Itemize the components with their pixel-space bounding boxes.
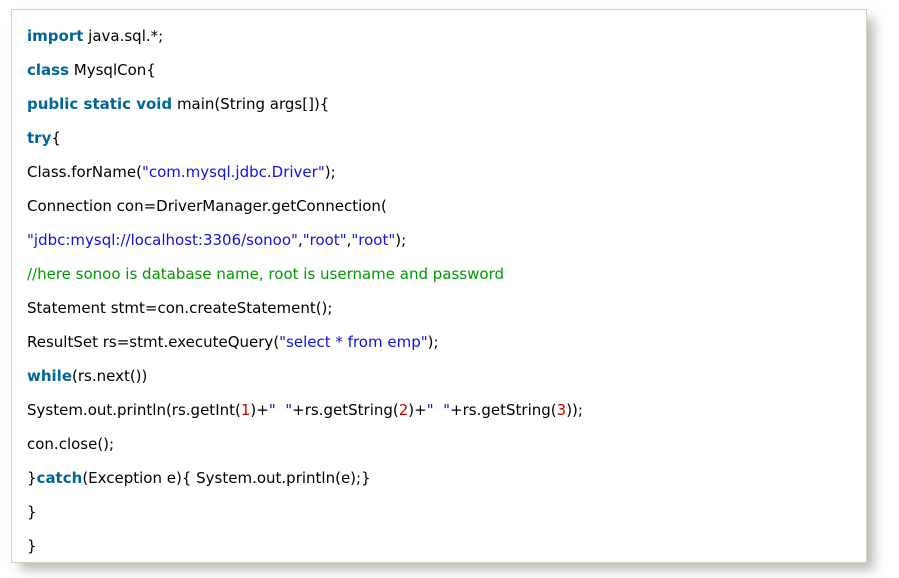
code-token-plain: MysqlCon{ (69, 61, 156, 79)
code-token-plain: } (27, 469, 37, 487)
code-token-number: 1 (240, 401, 251, 419)
code-token-plain: } (27, 537, 37, 555)
code-token-plain: )); (566, 401, 583, 419)
code-line: //here sonoo is database name, root is u… (27, 257, 856, 291)
code-token-plain: Connection con=DriverManager.getConnecti… (27, 197, 387, 215)
code-line: } (27, 495, 856, 529)
code-token-plain: System.out.println(rs.getInt( (27, 401, 241, 419)
code-line: System.out.println(rs.getInt(1)+" "+rs.g… (27, 393, 856, 427)
code-token-string: "jdbc:mysql://localhost:3306/sonoo" (27, 231, 298, 249)
code-token-plain: +rs.getString( (292, 401, 399, 419)
code-line: con.close(); (27, 427, 856, 461)
code-block: import java.sql.*;class MysqlCon{public … (11, 9, 867, 563)
code-token-plain: +rs.getString( (450, 401, 557, 419)
code-token-plain: )+ (408, 401, 427, 419)
code-token-plain: ); (427, 333, 439, 351)
code-token-string: " " (426, 401, 451, 419)
code-line: } (27, 529, 856, 563)
code-token-plain: (Exception e){ System.out.println(e);} (82, 469, 371, 487)
code-token-plain: { (51, 129, 61, 147)
code-token-string: "root" (351, 231, 396, 249)
code-token-keyword: import (27, 27, 84, 45)
code-line: try{ (27, 121, 856, 155)
code-line: Connection con=DriverManager.getConnecti… (27, 189, 856, 223)
code-token-plain: , (297, 231, 303, 249)
code-token-number: 2 (398, 401, 409, 419)
code-line: import java.sql.*; (27, 19, 856, 53)
code-token-keyword: while (27, 367, 72, 385)
code-token-string: " " (268, 401, 293, 419)
code-token-plain: } (27, 503, 37, 521)
code-token-plain: , (346, 231, 352, 249)
code-line: while(rs.next()) (27, 359, 856, 393)
code-token-plain: (rs.next()) (72, 367, 148, 385)
code-token-number: 3 (556, 401, 567, 419)
code-token-plain: ); (395, 231, 407, 249)
code-token-plain: Class.forName( (27, 163, 142, 181)
code-token-comment: //here sonoo is database name, root is u… (27, 265, 504, 283)
code-line: class MysqlCon{ (27, 53, 856, 87)
code-token-plain: ResultSet rs=stmt.executeQuery( (27, 333, 280, 351)
code-token-string: "com.mysql.jdbc.Driver" (141, 163, 325, 181)
code-token-string: "root" (302, 231, 347, 249)
code-token-plain: ); (324, 163, 336, 181)
code-token-keyword: class (27, 61, 70, 79)
code-line: ResultSet rs=stmt.executeQuery("select *… (27, 325, 856, 359)
code-line: public static void main(String args[]){ (27, 87, 856, 121)
code-token-string: "select * from emp" (279, 333, 428, 351)
code-token-plain: con.close(); (27, 435, 115, 453)
code-line: }catch(Exception e){ System.out.println(… (27, 461, 856, 495)
code-line: Class.forName("com.mysql.jdbc.Driver"); (27, 155, 856, 189)
code-line: "jdbc:mysql://localhost:3306/sonoo","roo… (27, 223, 856, 257)
code-line: Statement stmt=con.createStatement(); (27, 291, 856, 325)
code-token-keyword: public static void (27, 95, 173, 113)
code-token-keyword: catch (36, 469, 83, 487)
code-token-plain: java.sql.*; (83, 27, 164, 45)
code-token-plain: )+ (250, 401, 269, 419)
code-token-plain: Statement stmt=con.createStatement(); (27, 299, 333, 317)
code-token-plain: main(String args[]){ (172, 95, 330, 113)
code-token-keyword: try (27, 129, 52, 147)
